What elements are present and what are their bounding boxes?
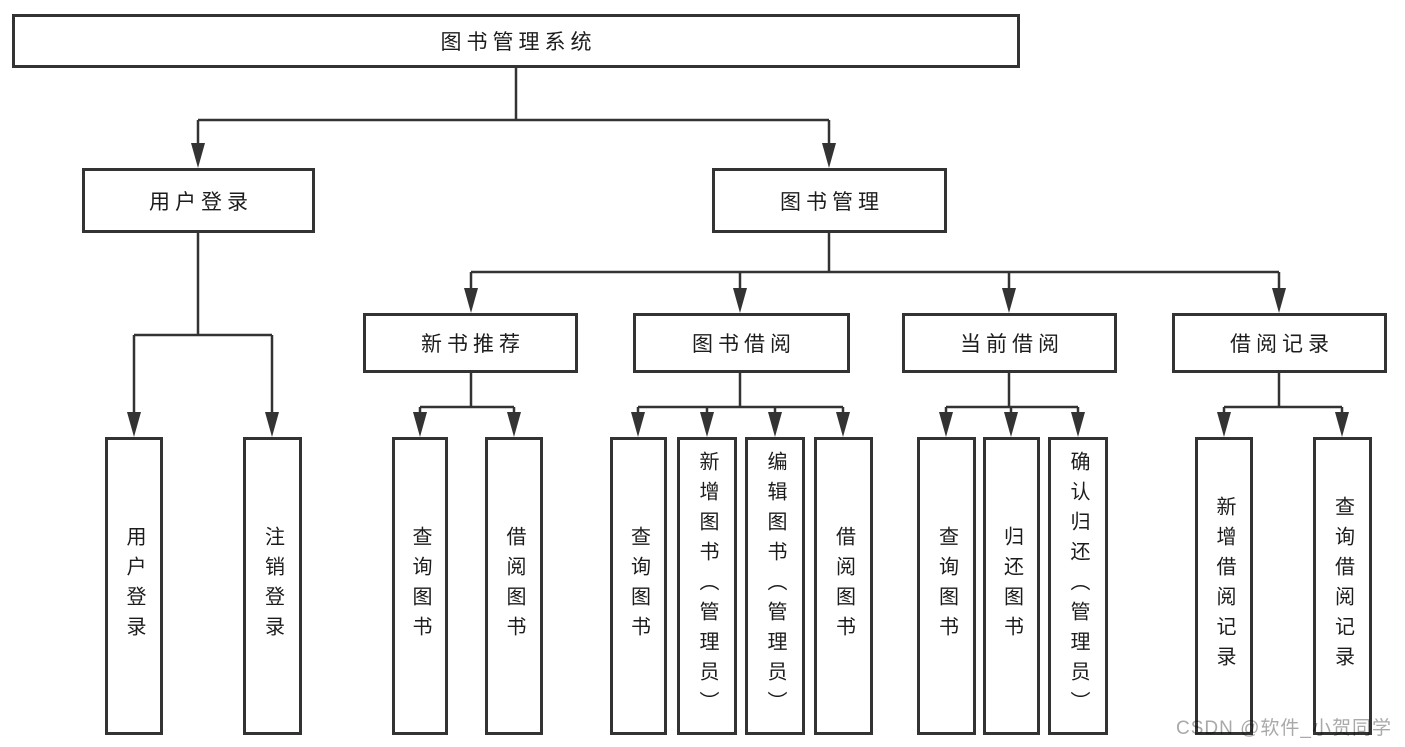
leaf-return-books-label: 归还图书 (1000, 526, 1023, 646)
leaf-edit-books-admin-label: 编辑图书（管理员） (764, 451, 786, 721)
watermark-text: CSDN @软件_小贺同学 (1176, 718, 1392, 739)
leaf-edit-books-admin: 编辑图书（管理员） (745, 437, 805, 735)
node-new-book-recommendation: 新书推荐 (363, 313, 578, 373)
leaf-logout: 注销登录 (243, 437, 302, 735)
leaf-query-books-recommend-label: 查询图书 (409, 526, 431, 646)
leaf-query-books-borrowing-label: 查询图书 (627, 526, 650, 646)
leaf-confirm-return-admin: 确认归还（管理员） (1048, 437, 1108, 735)
leaf-add-books-admin: 新增图书（管理员） (677, 437, 737, 735)
leaf-query-borrow-record-label: 查询借阅记录 (1331, 496, 1354, 676)
node-library-management-system: 图书管理系统 (12, 14, 1020, 68)
node-user-login: 用户登录 (82, 168, 315, 233)
tree-edges (132, 68, 1344, 415)
node-book-borrowing: 图书借阅 (633, 313, 850, 373)
leaf-user-login: 用户登录 (105, 437, 163, 735)
leaf-borrow-books-recommend-label: 借阅图书 (503, 526, 525, 646)
leaf-query-borrow-record: 查询借阅记录 (1313, 437, 1372, 735)
node-book-management: 图书管理 (712, 168, 947, 233)
leaf-add-books-admin-label: 新增图书（管理员） (696, 451, 718, 721)
leaf-query-books-borrowing: 查询图书 (610, 437, 667, 735)
node-current-borrowing: 当前借阅 (902, 313, 1117, 373)
leaf-add-borrow-record: 新增借阅记录 (1195, 437, 1253, 735)
leaf-logout-label: 注销登录 (261, 526, 284, 646)
leaf-user-login-label: 用户登录 (123, 526, 145, 646)
leaf-return-books: 归还图书 (983, 437, 1040, 735)
leaf-borrow-books-recommend: 借阅图书 (485, 437, 543, 735)
leaf-add-borrow-record-label: 新增借阅记录 (1213, 496, 1235, 676)
leaf-borrow-books: 借阅图书 (814, 437, 873, 735)
leaf-query-books-current: 查询图书 (917, 437, 976, 735)
leaf-confirm-return-admin-label: 确认归还（管理员） (1067, 451, 1089, 721)
leaf-query-books-recommend: 查询图书 (392, 437, 448, 735)
arrowhead-icons (127, 143, 1349, 437)
leaf-query-books-current-label: 查询图书 (935, 526, 958, 646)
node-borrowing-records: 借阅记录 (1172, 313, 1387, 373)
leaf-borrow-books-label: 借阅图书 (832, 526, 855, 646)
